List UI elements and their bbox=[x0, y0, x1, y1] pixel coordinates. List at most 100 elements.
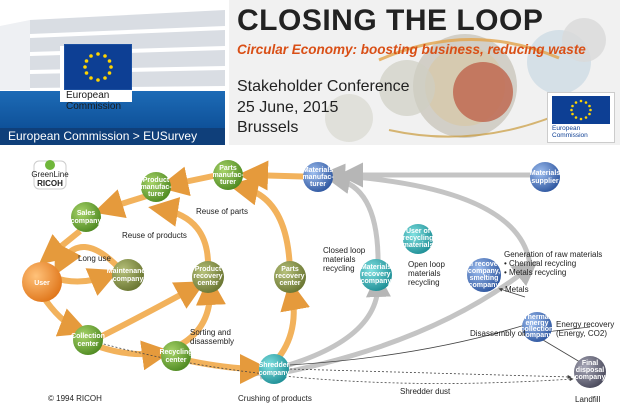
ricoh-logo-text: RICOH bbox=[37, 179, 63, 188]
node-thermal-energy-label-2: energy bbox=[526, 320, 549, 327]
node-materials-recovery-company-label-1: Materials bbox=[361, 264, 391, 271]
node-product-manufacturer-label-3: turer bbox=[148, 191, 164, 198]
label-closed-loop-3: recycling bbox=[323, 264, 355, 273]
node-materials-manufacturer-label-1: Materials bbox=[303, 167, 333, 174]
node-parts-manufacturer: Parts manufac- turer bbox=[212, 160, 244, 190]
label-energy-recovery-2: (Energy, CO2) bbox=[556, 329, 607, 338]
node-sales-company-label-2: company bbox=[71, 218, 102, 225]
banner-event-date: 25 June, 2015 bbox=[237, 99, 339, 116]
node-collection-center-label-1: Collection bbox=[71, 333, 105, 340]
node-parts-recovery-center-label-2: recovery bbox=[275, 273, 304, 280]
node-shredder-company-label-1: Shredder bbox=[259, 362, 290, 369]
label-long-use: Long use bbox=[78, 254, 111, 263]
eu-flag-icon bbox=[64, 44, 132, 90]
node-final-disposal-label-1: Final bbox=[582, 360, 598, 367]
banner-event-location: Brussels bbox=[237, 119, 299, 136]
node-product-recovery-center: Product recovery center bbox=[192, 261, 224, 293]
ec-logo-text-line2: Commission bbox=[66, 101, 122, 112]
copyright-text: © 1994 RICOH bbox=[48, 394, 102, 403]
node-user-of-recycling-label-3: materials bbox=[403, 242, 434, 249]
node-user-label: User bbox=[34, 280, 50, 287]
node-sales-company-label-1: Sales bbox=[77, 210, 95, 217]
node-oil-recovery-label-3: smelting bbox=[470, 275, 499, 282]
node-thermal-energy-label-3: collection bbox=[521, 326, 554, 333]
node-maintenance-company: Maintenance company bbox=[107, 259, 149, 291]
node-final-disposal-company: Final disposal company bbox=[574, 356, 606, 388]
node-final-disposal-label-2: disposal bbox=[576, 367, 604, 374]
banner-event-name: Stakeholder Conference bbox=[237, 78, 410, 95]
node-collection-center: Collection center bbox=[71, 325, 105, 355]
node-recycling-center: Recycling center bbox=[159, 341, 193, 371]
node-materials-supplier-label-1: Materials bbox=[530, 170, 560, 177]
label-disassembly-oil: Disassembly oil bbox=[470, 329, 526, 338]
label-raw-materials-1: Generation of raw materials bbox=[504, 250, 602, 259]
node-maintenance-company-label-2: company bbox=[113, 276, 144, 283]
node-sales-company: Sales company bbox=[71, 202, 102, 232]
label-closed-loop-2: materials bbox=[323, 255, 355, 264]
node-oil-recovery-label-4: company bbox=[469, 282, 500, 289]
label-metals: Metals bbox=[505, 285, 529, 294]
label-raw-materials-2: • Chemical recycling bbox=[504, 259, 576, 268]
node-materials-supplier: Materials supplier bbox=[530, 162, 560, 192]
header: European Commission European Commission … bbox=[0, 0, 620, 145]
node-materials-manufacturer: Materials manufac- turer bbox=[302, 162, 334, 192]
label-crushing: Crushing of products bbox=[238, 394, 312, 403]
node-parts-recovery-center: Parts recovery center bbox=[274, 261, 306, 293]
node-shredder-company: Shredder company bbox=[259, 354, 290, 384]
node-parts-manufacturer-label-3: turer bbox=[220, 179, 236, 186]
disposal-paths bbox=[99, 287, 591, 384]
breadcrumb[interactable]: European Commission > EUSurvey bbox=[0, 128, 225, 145]
node-parts-manufacturer-label-2: manufac- bbox=[212, 172, 244, 179]
node-materials-manufacturer-label-2: manufac- bbox=[302, 174, 334, 181]
node-product-recovery-center-label-1: Product bbox=[195, 266, 222, 273]
label-raw-materials-3: • Metals recycling bbox=[504, 268, 566, 277]
node-user: User bbox=[22, 262, 62, 302]
node-materials-manufacturer-label-3: turer bbox=[310, 181, 326, 188]
label-sorting-2: disassembly bbox=[190, 337, 234, 346]
label-energy-recovery-1: Energy recovery bbox=[556, 320, 614, 329]
greenline-logo: GreenLine RICOH bbox=[31, 160, 69, 190]
node-user-of-recycling-materials: User of recycling materials bbox=[403, 224, 434, 254]
banner-ec-logo: European Commission bbox=[547, 92, 615, 143]
greenline-logo-text: GreenLine bbox=[31, 170, 69, 179]
node-thermal-energy-label-4: company bbox=[522, 332, 553, 339]
node-recycling-center-label-2: center bbox=[165, 357, 186, 364]
label-landfill: Landfill bbox=[575, 395, 601, 404]
conference-banner: CLOSING THE LOOP Circular Economy: boost… bbox=[229, 0, 620, 145]
banner-logo-text-line2: Commission bbox=[552, 132, 588, 139]
label-reuse-of-products: Reuse of products bbox=[122, 231, 187, 240]
node-parts-recovery-center-label-3: center bbox=[279, 280, 300, 287]
label-open-loop-1: Open loop bbox=[408, 260, 445, 269]
node-oil-recovery-company: Oil recovery company, smelting company bbox=[464, 258, 505, 292]
node-shredder-company-label-2: company bbox=[259, 370, 290, 377]
node-product-manufacturer: Product manufac- turer bbox=[140, 172, 172, 202]
node-materials-recovery-company-label-3: company bbox=[361, 278, 392, 285]
node-product-manufacturer-label-1: Product bbox=[143, 177, 170, 184]
node-oil-recovery-label-1: Oil recovery bbox=[464, 261, 505, 268]
label-open-loop-2: materials bbox=[408, 269, 440, 278]
node-materials-supplier-label-2: supplier bbox=[531, 178, 559, 185]
european-commission-panel: European Commission European Commission … bbox=[0, 0, 225, 145]
label-reuse-of-parts: Reuse of parts bbox=[196, 207, 248, 216]
banner-subtitle: Circular Economy: boosting business, red… bbox=[237, 42, 586, 57]
node-product-recovery-center-label-3: center bbox=[197, 280, 218, 287]
node-product-manufacturer-label-2: manufac- bbox=[140, 184, 172, 191]
banner-title: CLOSING THE LOOP bbox=[237, 4, 544, 37]
banner-decoration bbox=[229, 0, 620, 145]
node-thermal-energy-label-1: Thermal bbox=[523, 314, 550, 321]
label-open-loop-3: recycling bbox=[408, 278, 440, 287]
node-materials-recovery-company-label-2: recovery bbox=[361, 271, 390, 278]
ec-logo-text-line1: European bbox=[66, 90, 110, 101]
label-sorting-1: Sorting and bbox=[190, 328, 231, 337]
node-parts-recovery-center-label-1: Parts bbox=[281, 266, 299, 273]
node-parts-manufacturer-label-1: Parts bbox=[219, 165, 237, 172]
node-final-disposal-label-3: company bbox=[575, 374, 606, 381]
node-user-of-recycling-label-2: recycling bbox=[403, 235, 434, 242]
node-user-of-recycling-label-1: User of bbox=[406, 228, 431, 235]
eu-flag-icon bbox=[552, 96, 610, 124]
label-shredder-dust: Shredder dust bbox=[400, 387, 451, 396]
node-product-recovery-center-label-2: recovery bbox=[193, 273, 222, 280]
node-collection-center-label-2: center bbox=[77, 341, 98, 348]
node-oil-recovery-label-2: company, bbox=[468, 268, 500, 275]
closing-the-loop-diagram: GreenLine RICOH User Sales company Produ… bbox=[22, 160, 614, 404]
